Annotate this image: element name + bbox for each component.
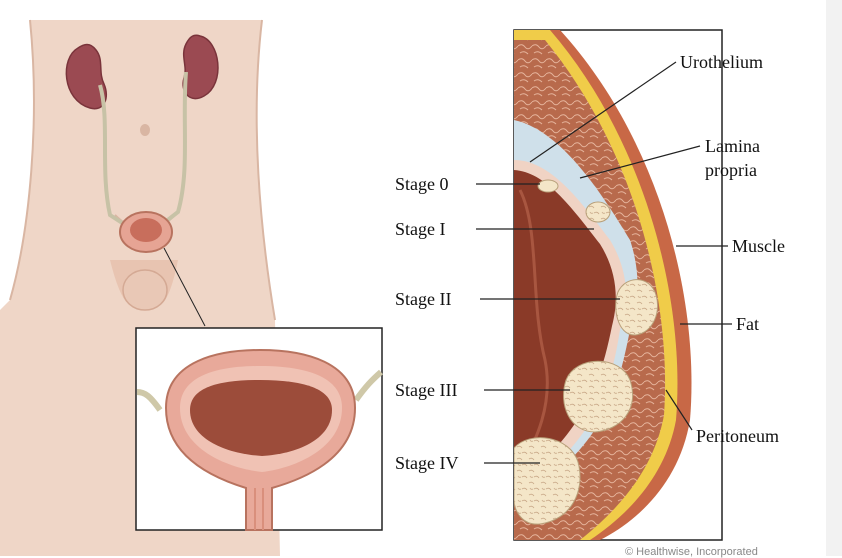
right-edge-strip <box>826 0 842 556</box>
label-lamina-propria-line2: propria <box>705 160 757 180</box>
tumor-stage-0 <box>537 179 559 193</box>
label-stage-2: Stage II <box>395 289 452 309</box>
label-stage-4: Stage IV <box>395 453 459 473</box>
label-stage-0: Stage 0 <box>395 174 449 194</box>
bladder-wall-cross-section <box>513 29 723 541</box>
label-peritoneum: Peritoneum <box>696 426 779 446</box>
kidney-left <box>65 43 108 110</box>
copyright-notice: © Healthwise, Incorporated <box>625 546 758 558</box>
label-muscle: Muscle <box>732 236 785 256</box>
tumor-stage-1 <box>585 201 611 223</box>
bladder-inset <box>135 327 383 531</box>
zoom-pointer-line <box>163 247 206 327</box>
label-urothelium: Urothelium <box>680 52 763 72</box>
ureters <box>98 71 188 230</box>
tumor-stage-3 <box>563 360 634 433</box>
tumor-stage-2 <box>615 279 658 336</box>
label-stage-3: Stage III <box>395 380 458 400</box>
leader-lines <box>476 61 732 464</box>
tumor-stage-4 <box>514 437 581 525</box>
genitals <box>122 269 168 311</box>
bladder-small <box>119 211 173 253</box>
label-lamina-propria-line1: Lamina <box>705 136 760 156</box>
label-stage-1: Stage I <box>395 219 446 239</box>
navel <box>140 124 150 136</box>
label-fat: Fat <box>736 314 760 334</box>
